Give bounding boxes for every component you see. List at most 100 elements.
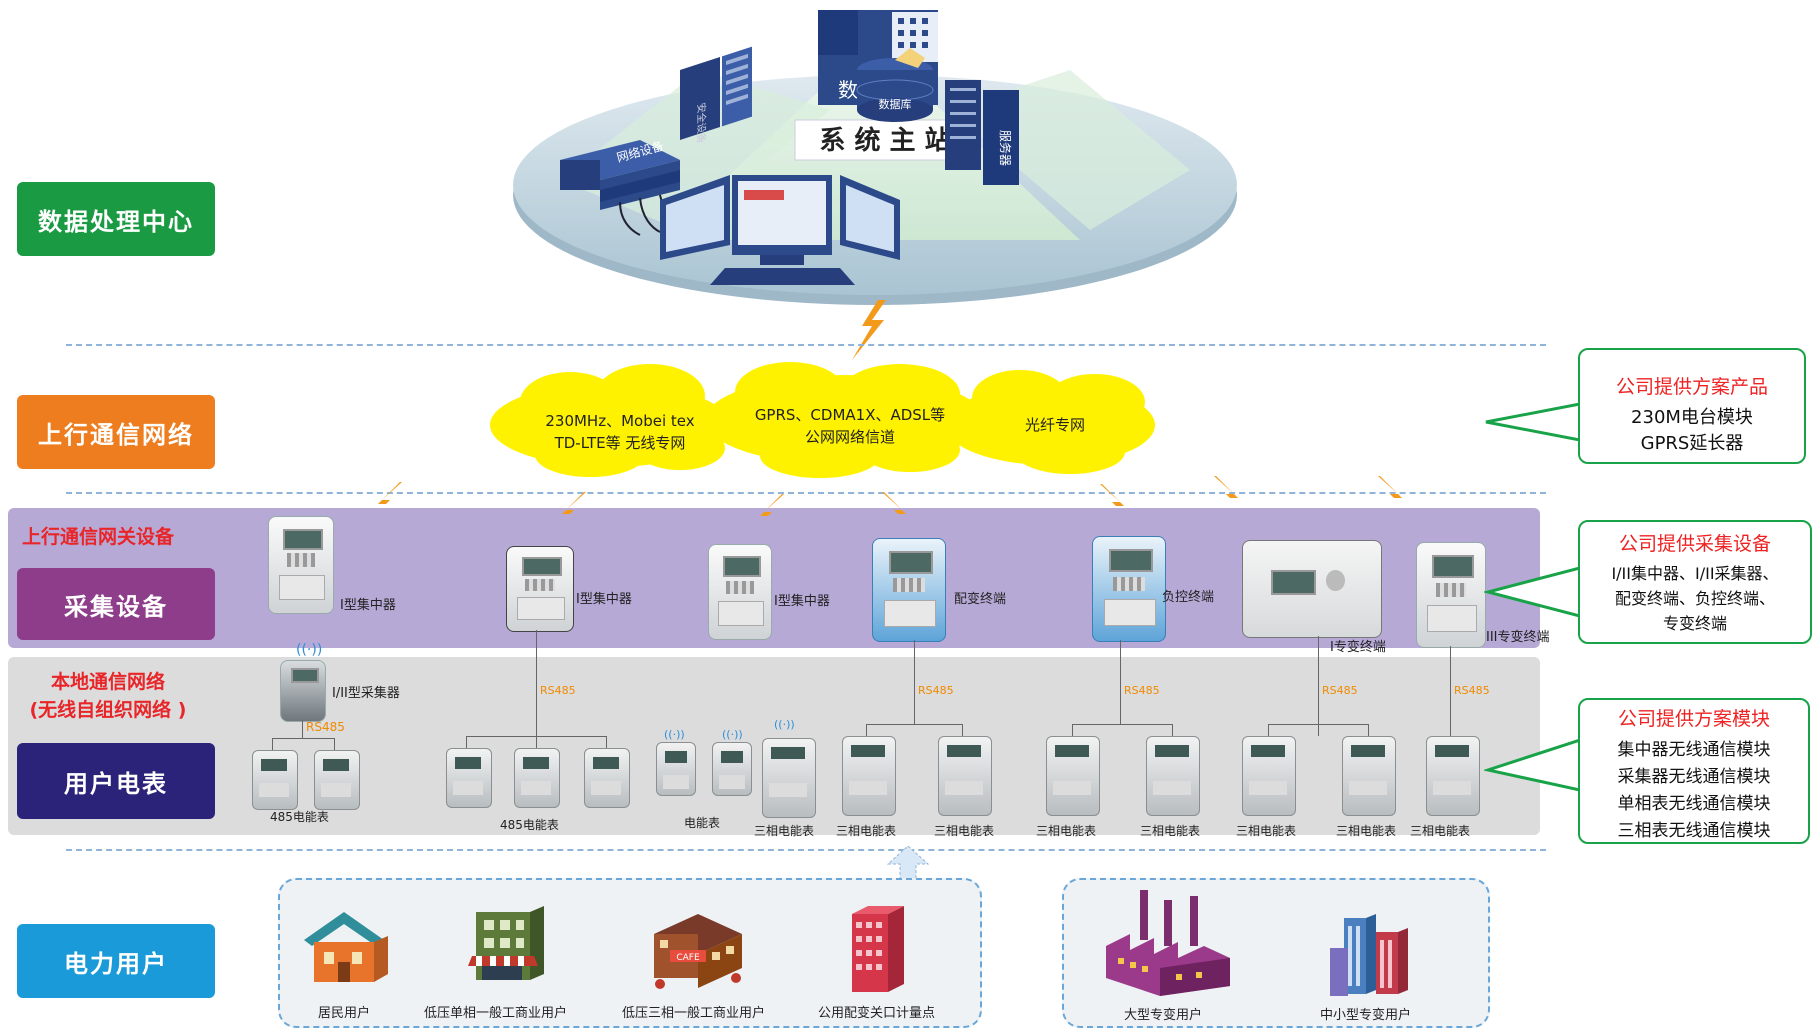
wifi-icon: ((·)): [296, 642, 323, 658]
cloud-2-line2: 公网网络信道: [804, 428, 895, 446]
callout-pointer: [1484, 738, 1580, 792]
level-uplink-network: 上行通信网络: [17, 395, 215, 469]
wifi-icon: ((·)): [774, 718, 795, 731]
callout-modules-line4: 三相表无线通信模块: [1617, 821, 1771, 841]
device-label-4: 配变终端: [954, 592, 1007, 607]
rs485-label: RS485: [1454, 684, 1490, 697]
callout-products: 公司提供方案产品 230M电台模块 GPRS延长器: [1578, 348, 1806, 464]
divider-1: [66, 344, 1546, 346]
security-label: 安全设备: [695, 101, 708, 145]
meter-group-label: 485电能表: [500, 818, 559, 832]
wire: [1120, 640, 1121, 724]
three-phase-label: 三相电能表: [836, 824, 897, 838]
wire: [866, 724, 962, 725]
callout-modules: 公司提供方案模块 集中器无线通信模块 采集器无线通信模块 单相表无线通信模块 三…: [1578, 698, 1810, 844]
wire: [1450, 646, 1451, 736]
rs485-label: RS485: [1124, 684, 1160, 697]
callout-modules-line3: 单相表无线通信模块: [1617, 794, 1771, 814]
rs485-label: RS485: [918, 684, 954, 697]
three-phase-label: 三相电能表: [1140, 824, 1201, 838]
server-label: 服务器: [998, 130, 1013, 166]
house-icon: [304, 912, 388, 982]
lightning-icon: [852, 300, 886, 360]
cloud-shapes: [490, 362, 1155, 478]
cloud-public-network: GPRS、CDMA1X、ADSL等 公网网络信道: [740, 404, 960, 448]
device-label-1: I型集中器: [340, 598, 396, 613]
local-network-line1: 本地通信网络: [50, 671, 165, 693]
level-collect: 采集设备: [17, 568, 215, 640]
divider-3: [66, 849, 1546, 851]
meter: [314, 750, 360, 810]
wire: [914, 640, 915, 724]
lightning-icon: [740, 494, 784, 544]
rs485-label: RS485: [306, 720, 345, 734]
buildings-icon: [1330, 914, 1408, 996]
three-phase-meter: [1146, 736, 1200, 816]
three-phase-meter: [762, 738, 816, 818]
three-phase-label: 三相电能表: [754, 824, 815, 838]
wire: [272, 738, 334, 739]
special-transformer-terminal-3: [1416, 542, 1486, 648]
user-label: 公用配变关口计量点: [818, 1006, 936, 1021]
three-phase-meter: [842, 736, 896, 816]
concentrator-3: [708, 544, 772, 640]
wire: [866, 724, 867, 736]
three-phase-label: 三相电能表: [1236, 824, 1297, 838]
wire: [606, 736, 607, 752]
user-label: 低压单相一般工商业用户: [424, 1006, 568, 1021]
callout-modules-line2: 采集器无线通信模块: [1617, 767, 1771, 787]
wire: [1072, 724, 1073, 736]
cloud-1-line1: 230MHz、Mobei tex: [545, 412, 695, 430]
wire: [302, 720, 303, 738]
callout-products-title: 公司提供方案产品: [1615, 376, 1768, 398]
wire: [536, 630, 537, 736]
device-label-7: III专变终端: [1486, 630, 1550, 645]
wire: [536, 736, 537, 752]
concentrator-1: [268, 516, 334, 614]
tower-icon: [852, 906, 904, 992]
device-label-5: 负控终端: [1162, 590, 1215, 605]
lightning-icon: [1378, 476, 1422, 526]
callout-devices-title: 公司提供采集设备: [1618, 533, 1771, 555]
three-phase-label: 三相电能表: [934, 824, 995, 838]
wifi-icon: ((·)): [722, 728, 743, 741]
callout-pointer: [1485, 402, 1580, 442]
wifi-icon: ((·)): [664, 728, 685, 741]
gateway-band-title: 上行通信网关设备: [22, 526, 175, 548]
shop-icon: [468, 906, 544, 980]
level-power-user: 电力用户: [17, 924, 215, 998]
three-phase-meter: [1342, 736, 1396, 816]
wire: [1368, 724, 1369, 736]
wire: [1072, 724, 1172, 725]
wire: [1172, 724, 1173, 736]
cloud-1-line2: TD-LTE等 无线专网: [554, 434, 686, 452]
lightning-icon: [1214, 476, 1258, 526]
user-label: 低压三相一般工商业用户: [622, 1006, 766, 1021]
meter: [712, 742, 752, 796]
wire: [334, 738, 335, 752]
user-label: 居民用户: [318, 1006, 371, 1021]
special-transformer-terminal-1: [1242, 540, 1382, 638]
cloud-fiber: 光纤专网: [1024, 416, 1085, 434]
up-arrow-icon: [886, 846, 930, 882]
meter: [656, 742, 696, 796]
device-label-2: I型集中器: [576, 592, 632, 607]
lightning-icon: [1100, 484, 1144, 534]
cafe-icon: CAFE: [654, 914, 742, 989]
shop-sign: CAFE: [676, 953, 700, 963]
callout-products-line2: GPRS延长器: [1640, 433, 1744, 454]
three-phase-meter: [1426, 736, 1480, 816]
lightning-icon: [882, 492, 926, 542]
meter-group-label: 电能表: [684, 816, 721, 830]
cloud-private-wireless: 230MHz、Mobei tex TD-LTE等 无线专网: [520, 410, 720, 454]
level-data-center: 数据处理中心: [17, 182, 215, 256]
callout-devices: 公司提供采集设备 I/II集中器、I/II采集器、 配变终端、负控终端、 专变终…: [1578, 520, 1812, 644]
three-phase-label: 三相电能表: [1336, 824, 1397, 838]
user-label: 中小型专变用户: [1320, 1008, 1412, 1023]
three-phase-meter: [1242, 736, 1296, 816]
wire: [466, 736, 467, 752]
callout-products-line1: 230M电台模块: [1631, 407, 1753, 428]
database-label: 数据库: [879, 97, 912, 111]
master-station-title: 系 统 主 站: [819, 125, 950, 156]
callout-devices-line1: I/II集中器、I/II采集器、: [1611, 564, 1779, 583]
